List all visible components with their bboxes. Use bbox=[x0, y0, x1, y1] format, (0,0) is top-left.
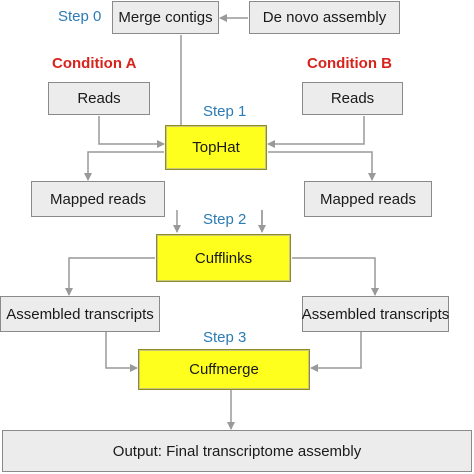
step2-label: Step 2 bbox=[203, 211, 247, 228]
condition-b-label: Condition B bbox=[307, 55, 392, 72]
arrow-cufflinks-to-assembled-b bbox=[292, 257, 379, 296]
assembled-transcripts-a-box: Assembled transcripts bbox=[0, 296, 160, 332]
output-box: Output: Final transcriptome assembly bbox=[2, 430, 472, 472]
arrow-tophat-to-mapped-b bbox=[268, 151, 376, 181]
arrow-cufflinks-to-assembled-a bbox=[65, 257, 155, 296]
arrow-reads-a-to-tophat bbox=[98, 116, 165, 148]
assembled-transcripts-b-box: Assembled transcripts bbox=[302, 296, 449, 332]
de-novo-assembly-box: De novo assembly bbox=[249, 1, 400, 34]
condition-a-label: Condition A bbox=[52, 55, 137, 72]
tophat-box: TopHat bbox=[165, 125, 267, 170]
merge-contigs-box: Merge contigs bbox=[112, 1, 219, 34]
mapped-reads-a-box: Mapped reads bbox=[31, 181, 165, 217]
cuffmerge-box: Cuffmerge bbox=[138, 349, 310, 390]
arrow-reads-b-to-tophat bbox=[267, 116, 365, 148]
reads-a-box: Reads bbox=[48, 82, 150, 115]
arrow-assembled-b-to-cuffmerge bbox=[310, 332, 362, 372]
step3-label: Step 3 bbox=[203, 329, 247, 346]
cufflinks-box: Cufflinks bbox=[156, 234, 291, 282]
step0-label: Step 0 bbox=[58, 8, 102, 25]
arrow-assembled-a-to-cuffmerge bbox=[105, 332, 138, 372]
arrow-tophat-to-mapped-a bbox=[84, 151, 164, 181]
reads-b-box: Reads bbox=[302, 82, 403, 115]
step1-label: Step 1 bbox=[203, 103, 247, 120]
mapped-reads-b-box: Mapped reads bbox=[304, 181, 432, 217]
